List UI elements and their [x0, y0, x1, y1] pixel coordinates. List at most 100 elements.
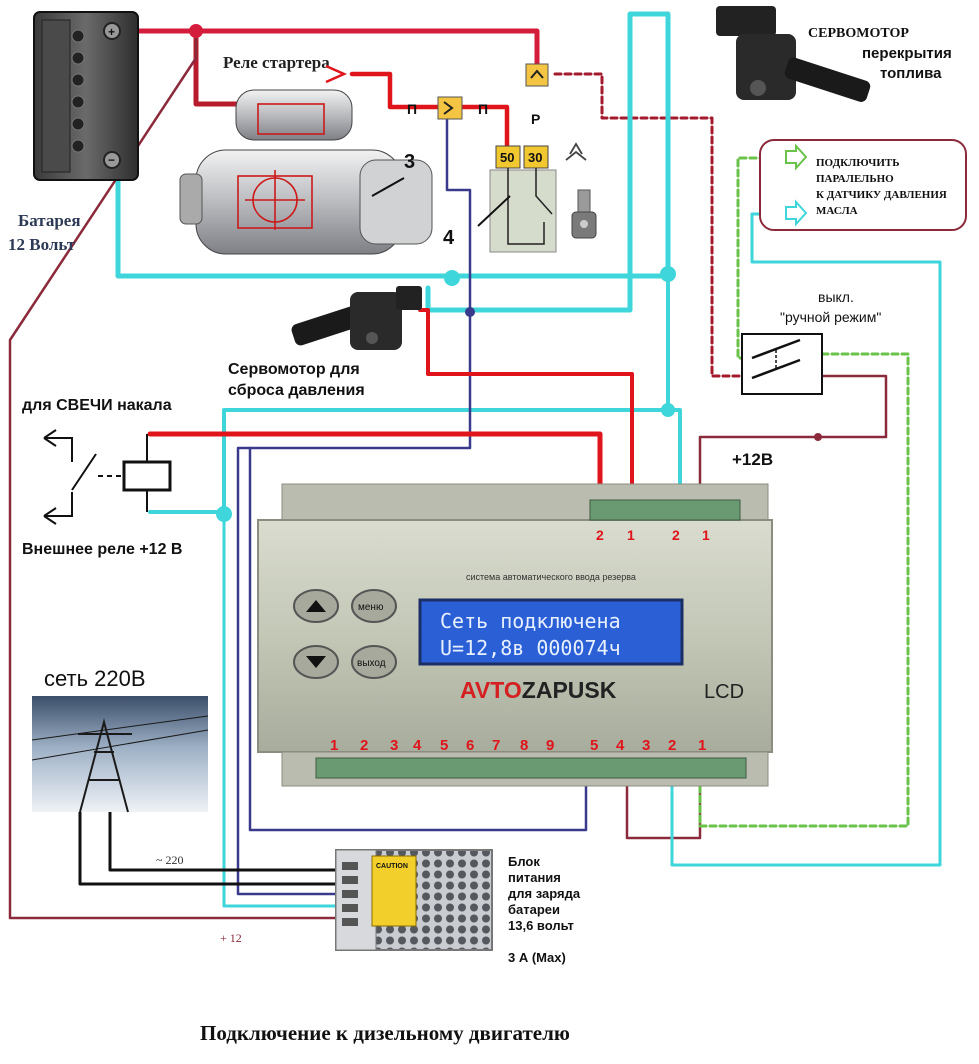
svg-text:ПАРАЛЕЛЬНО: ПАРАЛЕЛЬНО — [816, 173, 894, 185]
battery: + − — [33, 11, 139, 181]
fuel-servo-line1: СЕРВОМОТОР — [808, 26, 909, 41]
svg-text:6: 6 — [466, 737, 474, 754]
pin-50: 50 — [500, 150, 514, 165]
junctions — [189, 24, 822, 522]
svg-text:7: 7 — [492, 737, 500, 754]
switch-number: 4 — [443, 227, 455, 249]
svg-text:4: 4 — [616, 737, 625, 754]
svg-text:2: 2 — [668, 737, 676, 754]
wire-pressure-servo — [418, 308, 634, 532]
lcd-screen — [418, 598, 684, 666]
svg-text:2: 2 — [360, 737, 368, 754]
fuel-servo-line2: перекрытия — [862, 45, 952, 62]
battery-label-line2: 12 Вольт — [8, 235, 76, 254]
svg-text:3 А (Max): 3 А (Max) — [508, 950, 566, 965]
svg-text:3: 3 — [390, 737, 398, 754]
svg-text:3: 3 — [642, 737, 650, 754]
svg-text:9: 9 — [546, 737, 554, 754]
starter-relay-label: Реле стартера — [223, 53, 330, 72]
pressure-servo-motor — [291, 286, 422, 350]
plus12-label: +12В — [732, 450, 773, 469]
glow-plug-label: для СВЕЧИ накала — [22, 397, 172, 414]
starter-motor: 3 — [179, 64, 433, 255]
bottom-pins: 1 2 3 4 5 6 7 8 9 5 4 3 2 1 — [330, 737, 706, 754]
fuel-servo-line3: топлива — [880, 65, 942, 82]
model-label: LCD — [704, 681, 744, 703]
svg-text:1: 1 — [702, 527, 710, 543]
wire-relay-to-fuse — [349, 71, 443, 110]
power-supply: CAUTION — [335, 849, 493, 951]
controller-caption: система автоматического ввода резерва — [466, 572, 636, 582]
wire-switch-plus12 — [625, 374, 888, 840]
svg-text:5: 5 — [590, 737, 598, 754]
wire-ground-psu — [222, 510, 338, 908]
grid-label: сеть 220В — [44, 666, 146, 691]
psu-ac-label: ~ 220 — [156, 853, 184, 867]
key-icon — [565, 142, 597, 239]
lcd-line2: U=12,8в 000074ч — [440, 636, 621, 660]
wire-fuel-servo-dash — [553, 72, 744, 378]
svg-text:5: 5 — [440, 737, 448, 754]
battery-minus-terminal — [103, 151, 121, 169]
svg-text:МАСЛА: МАСЛА — [816, 205, 858, 217]
up-button[interactable] — [293, 589, 339, 623]
psu-dc-label: + 12 — [220, 931, 242, 945]
conn-r: Р — [531, 111, 540, 127]
brand-logo: AVTOZAPUSK — [460, 677, 617, 703]
battery-label-line1: Батарея — [18, 211, 81, 230]
battery-plus-terminal — [103, 22, 121, 40]
wire-psu-plus12 — [8, 29, 338, 920]
glow-relay-label: Внешнее реле +12 В — [22, 541, 182, 558]
svg-text:CAUTION: CAUTION — [376, 863, 408, 870]
svg-text:ПОДКЛЮЧИТЬ: ПОДКЛЮЧИТЬ — [816, 157, 900, 169]
svg-text:1: 1 — [698, 737, 706, 754]
svg-text:2: 2 — [672, 527, 680, 543]
svg-text:1: 1 — [627, 527, 635, 543]
svg-text:−: − — [108, 153, 115, 167]
svg-text:1: 1 — [330, 737, 338, 754]
top-pins: 2 1 2 1 — [596, 527, 710, 543]
svg-text:для заряда: для заряда — [508, 886, 581, 901]
svg-text:питания: питания — [508, 870, 561, 885]
menu-button[interactable]: меню — [351, 589, 397, 623]
wire-battery-plus — [109, 28, 540, 69]
ignition-switch: 50 30 4 — [443, 145, 557, 253]
glow-plug-relay — [43, 429, 172, 525]
svg-text:выход: выход — [357, 658, 386, 669]
svg-text:меню: меню — [358, 602, 384, 613]
power-line-photo — [31, 696, 209, 813]
svg-text:4: 4 — [413, 737, 422, 754]
svg-text:К ДАТЧИКУ ДАВЛЕНИЯ: К ДАТЧИКУ ДАВЛЕНИЯ — [816, 189, 947, 201]
wire-220-a — [78, 810, 338, 886]
manual-mode-switch[interactable] — [741, 333, 823, 395]
exit-button[interactable]: выход — [351, 645, 397, 679]
manual-switch-line1: выкл. — [818, 289, 854, 305]
wire-navy-bottom — [248, 446, 588, 832]
wire-ground-oil — [670, 212, 942, 867]
footer-caption: Подключение к дизельному двигателю — [200, 1021, 570, 1045]
pressure-servo-line1: Сервомотор для — [228, 361, 360, 378]
fuse-starter — [437, 96, 463, 120]
svg-text:13,6 вольт: 13,6 вольт — [508, 918, 574, 933]
svg-text:Блок: Блок — [508, 854, 540, 869]
svg-text:+: + — [108, 25, 115, 39]
svg-text:2: 2 — [596, 527, 604, 543]
fuse-servo — [525, 63, 549, 87]
down-button[interactable] — [293, 645, 339, 679]
conn-p1: П — [407, 101, 417, 117]
starter-number: 3 — [404, 151, 415, 173]
conn-p2: П — [478, 101, 488, 117]
wire-oil-sensor-b — [698, 352, 910, 828]
wire-ground-right — [148, 274, 670, 514]
svg-text:8: 8 — [520, 737, 528, 754]
wire-navy-starter — [236, 116, 472, 896]
wires — [8, 11, 942, 920]
svg-text:батареи: батареи — [508, 902, 560, 917]
pressure-servo-line2: сброса давления — [228, 382, 365, 399]
psu-label: Блок питания для заряда батареи 13,6 вол… — [508, 854, 581, 965]
pin-30: 30 — [528, 150, 542, 165]
wire-fuse-to-pin50 — [459, 104, 510, 149]
lcd-line1: Сеть подключена — [440, 609, 621, 633]
wire-ground-main — [109, 11, 671, 313]
